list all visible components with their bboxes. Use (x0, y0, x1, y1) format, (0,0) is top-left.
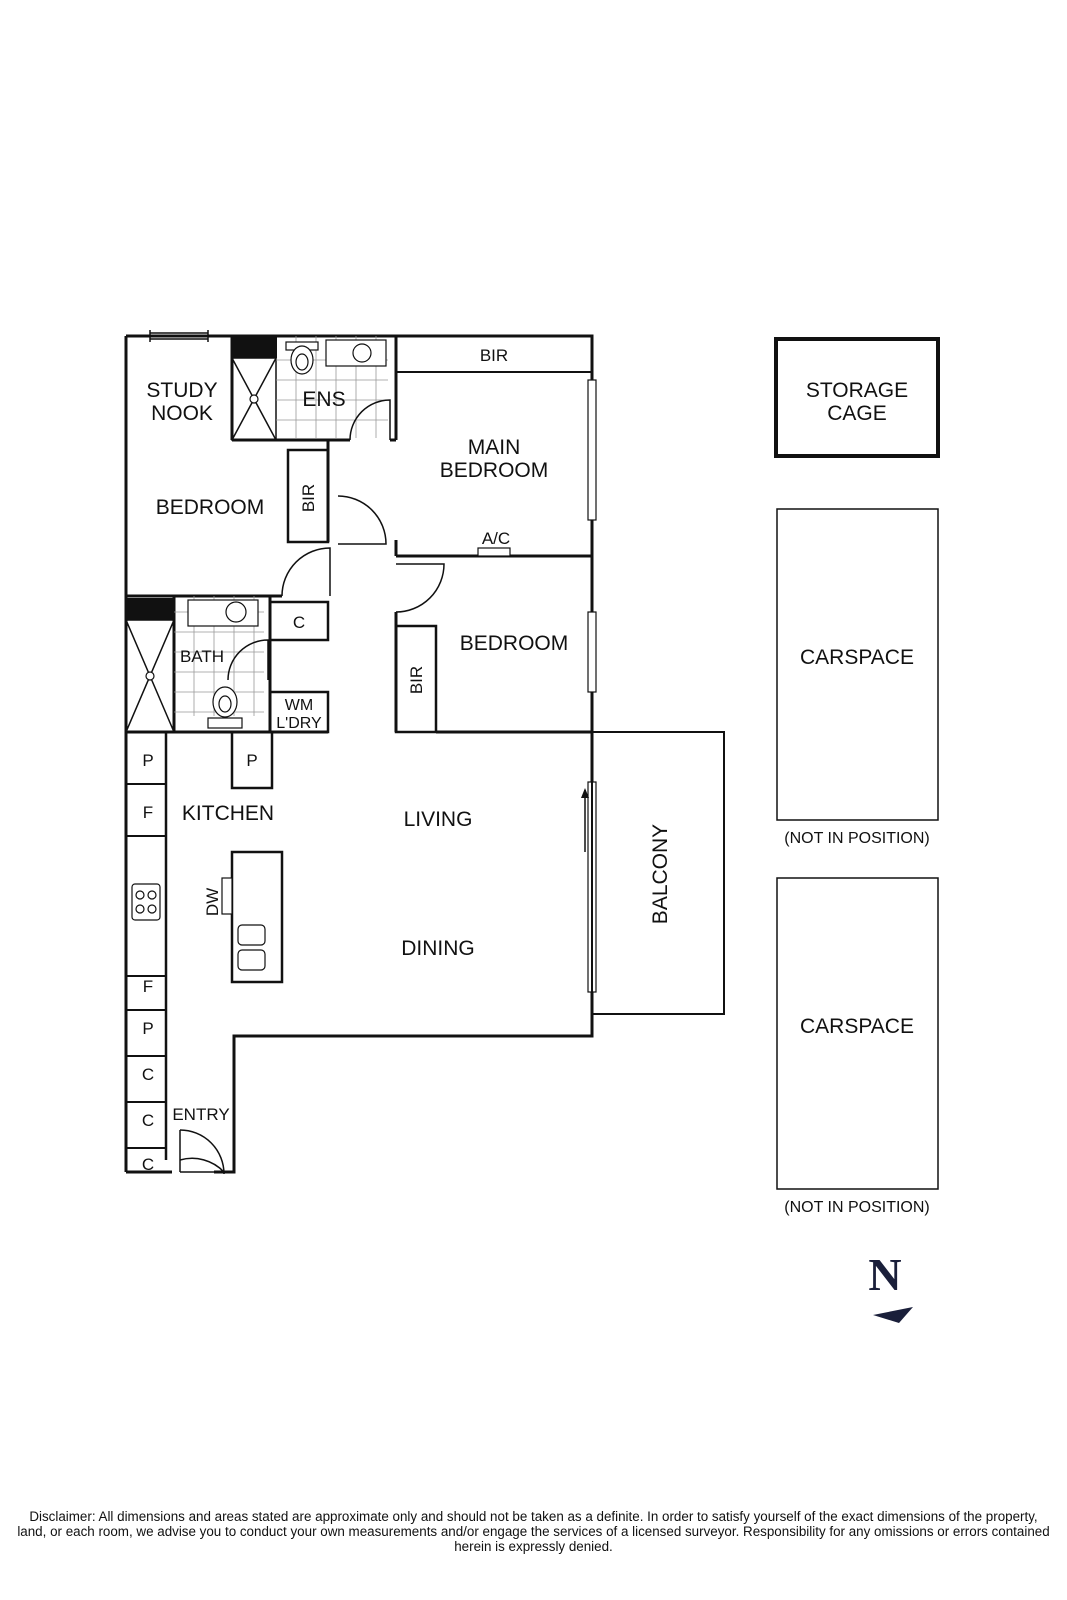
dishwasher-label: DW (203, 888, 222, 916)
doors (179, 399, 445, 1175)
bedroom-2-label: BEDROOM (460, 632, 569, 655)
cupboard-2-label: C (142, 1111, 154, 1130)
storage-cage-label-2: CAGE (827, 402, 887, 425)
carspace-1-note: (NOT IN POSITION) (784, 830, 929, 847)
kitchen-label: KITCHEN (182, 802, 274, 825)
carspace-1: CARSPACE (NOT IN POSITION) (776, 508, 939, 847)
bir-left-label: BIR (299, 484, 318, 512)
disclaimer-text: Disclaimer: All dimensions and areas sta… (17, 1509, 1050, 1554)
storage-cage-label-1: STORAGE (806, 379, 908, 402)
interior-walls (125, 336, 725, 1015)
pantry-mid-label: P (246, 751, 257, 770)
window-study (149, 330, 209, 342)
bath-label: BATH (180, 647, 224, 666)
carspace-2-label: CARSPACE (800, 1015, 914, 1038)
ensuite-label: ENS (302, 388, 345, 411)
room-labels: STUDY NOOK ENS BIR MAIN BEDROOM BEDROOM … (142, 346, 672, 1174)
carspace-2: CARSPACE (NOT IN POSITION) (776, 877, 939, 1216)
fixtures (126, 339, 589, 1160)
carspace-1-label: CARSPACE (800, 646, 914, 669)
fridge-top-label: F (143, 803, 153, 822)
entry-label: ENTRY (172, 1105, 229, 1124)
dining-label: DINING (401, 937, 475, 960)
north-compass: N (868, 1249, 913, 1323)
main-bedroom-label-1: MAIN (468, 436, 521, 459)
wm-label: WM (285, 697, 313, 714)
study-nook-label-1: STUDY (146, 379, 217, 402)
north-arrow-icon (873, 1307, 913, 1323)
study-nook-label-2: NOOK (151, 402, 213, 425)
balcony-label: BALCONY (649, 824, 672, 924)
carspace-2-note: (NOT IN POSITION) (784, 1199, 929, 1216)
cupboard-1-label: C (142, 1065, 154, 1084)
storage-cage: STORAGE CAGE (774, 337, 940, 458)
cupboard-3-label: C (142, 1155, 154, 1174)
cupboard-label: C (293, 613, 305, 632)
pantry-low-label: P (142, 1019, 153, 1038)
main-bir-label: BIR (480, 346, 508, 365)
fridge-low-label: F (143, 977, 153, 996)
bedroom-1-label: BEDROOM (156, 496, 265, 519)
pantry-left-label: P (142, 751, 153, 770)
north-label: N (868, 1249, 901, 1300)
ac-label: A/C (482, 529, 510, 548)
bir-right-label: BIR (407, 666, 426, 694)
living-label: LIVING (404, 808, 473, 831)
main-bedroom-label-2: BEDROOM (440, 459, 549, 482)
exterior-walls (124, 334, 594, 1174)
laundry-label: L'DRY (276, 715, 322, 732)
